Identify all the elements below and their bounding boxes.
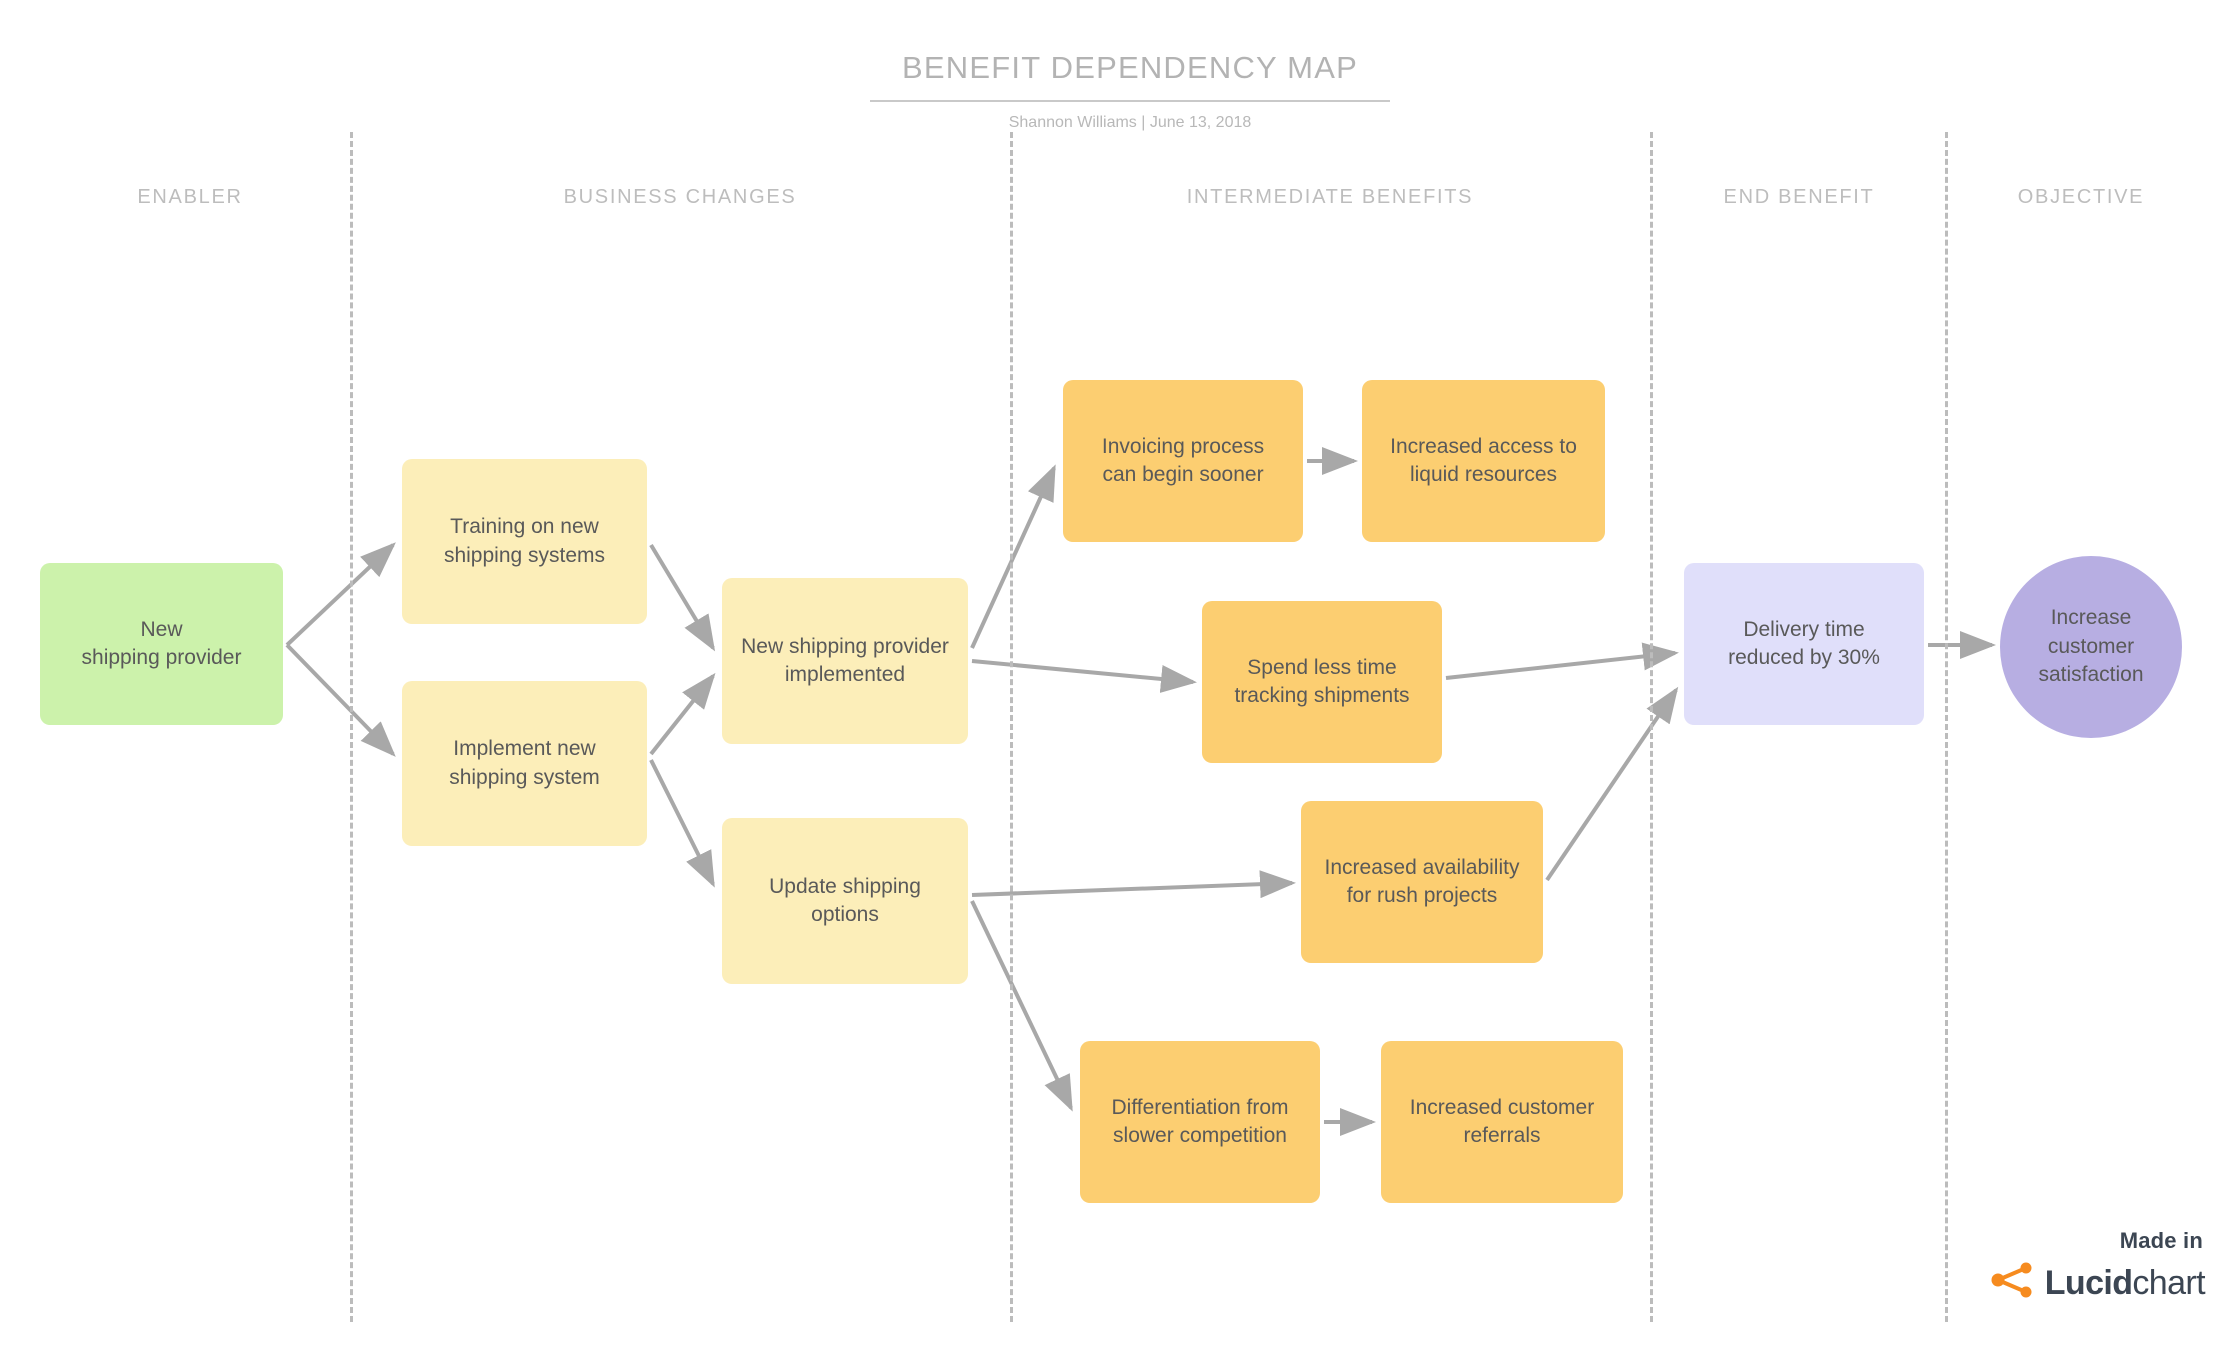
column-header-intermediate-benefits: INTERMEDIATE BENEFITS — [1186, 186, 1474, 208]
node-increased-access-to-liquid-resources[interactable]: Increased access to liquid resources — [1362, 380, 1605, 542]
node-label-line: satisfaction — [2038, 663, 2144, 687]
node-increased-availability-for-rush-projects[interactable]: Increased availability for rush projects — [1301, 801, 1543, 963]
node-label: Invoicing process can begin sooner — [1102, 433, 1264, 490]
node-label: Increased customer referrals — [1410, 1094, 1594, 1151]
column-divider-2 — [1010, 132, 1013, 1322]
node-label-line: Increased customer — [1409, 1095, 1595, 1119]
node-label-line: Increased access to — [1390, 434, 1577, 458]
column-divider-4 — [1945, 132, 1948, 1322]
node-label: New shipping provider — [82, 616, 242, 673]
node-label-line: Update shipping — [769, 874, 921, 898]
node-label-line: Differentiation from — [1111, 1095, 1289, 1119]
node-label-line: implemented — [784, 663, 906, 686]
connector-implement-new-shipping-system-to-update-shipping-options — [649, 759, 715, 888]
lucidchart-badge: Made in Lucidchart — [1955, 1228, 2206, 1305]
node-label: Spend less time tracking shipments — [1234, 654, 1409, 711]
node-label-line: shipping systems — [443, 543, 606, 567]
brand-light: chart — [2132, 1263, 2205, 1302]
node-new-shipping-provider-implemented[interactable]: New shipping provider implemented — [722, 578, 968, 744]
node-label-line: reduced by 30% — [1728, 646, 1880, 669]
node-delivery-time-reduced-by-30-percent[interactable]: Delivery time reduced by 30% — [1684, 563, 1924, 725]
title-block: BENEFIT DEPENDENCY MAP Shannon Williams … — [870, 50, 1390, 132]
column-divider-1 — [350, 132, 353, 1322]
node-label: Implement new shipping system — [449, 735, 600, 792]
node-implement-new-shipping-system[interactable]: Implement new shipping system — [402, 681, 647, 846]
node-label: Training on new shipping systems — [444, 513, 605, 570]
node-label: Increased availability for rush projects — [1325, 854, 1520, 911]
page-title: BENEFIT DEPENDENCY MAP — [870, 50, 1390, 102]
node-spend-less-time-tracking-shipments[interactable]: Spend less time tracking shipments — [1202, 601, 1442, 763]
node-increase-customer-satisfaction[interactable]: Increase customer satisfaction — [2000, 556, 2182, 738]
connector-new-shipping-provider-implemented-to-invoicing-process-can-begin-sooner — [970, 464, 1056, 649]
column-header-enabler: ENABLER — [137, 186, 243, 208]
node-label: Update shipping options — [769, 873, 921, 930]
node-label-line: New — [140, 617, 183, 641]
node-label: Differentiation from slower competition — [1111, 1094, 1288, 1151]
column-divider-3 — [1650, 132, 1653, 1322]
node-label-line: Delivery time — [1743, 617, 1865, 641]
node-increased-customer-referrals[interactable]: Increased customer referrals — [1381, 1041, 1623, 1203]
node-label: Increased access to liquid resources — [1390, 433, 1577, 490]
connector-spend-less-time-tracking-shipments-to-delivery-time-reduced-by-30-percent — [1445, 642, 1679, 680]
connector-implement-new-shipping-system-to-new-shipping-provider-implemented — [649, 672, 716, 756]
brand-bold: Lucid — [2044, 1263, 2133, 1302]
node-differentiation-from-slower-competition[interactable]: Differentiation from slower competition — [1080, 1041, 1320, 1203]
node-label: Delivery time reduced by 30% — [1728, 616, 1880, 673]
node-update-shipping-options[interactable]: Update shipping options — [722, 818, 968, 984]
node-label-line: Invoicing process — [1101, 434, 1265, 458]
made-in-label: Made in — [2119, 1228, 2203, 1253]
node-label-line: customer — [2047, 634, 2135, 658]
node-invoicing-process-can-begin-sooner[interactable]: Invoicing process can begin sooner — [1063, 380, 1303, 542]
column-header-end-benefit: END BENEFIT — [1723, 186, 1875, 208]
lucidchart-logo-icon — [1989, 1260, 2035, 1305]
node-label-line: slower competition — [1113, 1124, 1287, 1147]
node-label: New shipping provider implemented — [741, 633, 949, 690]
column-header-business-changes: BUSINESS CHANGES — [563, 186, 797, 208]
lucidchart-wordmark: Lucidchart — [2044, 1263, 2206, 1302]
node-label-line: Training on new — [450, 515, 599, 539]
connector-new-shipping-provider-implemented-to-spend-less-time-tracking-shipments — [971, 659, 1197, 693]
node-label-line: shipping provider — [81, 646, 242, 669]
page-subtitle: Shannon Williams | June 13, 2018 — [1008, 114, 1252, 131]
node-label-line: for rush projects — [1346, 884, 1498, 907]
column-header-objective: OBJECTIVE — [2017, 186, 2145, 208]
node-label-line: Implement new — [453, 737, 596, 761]
node-training-on-new-shipping-systems[interactable]: Training on new shipping systems — [402, 459, 647, 624]
node-label-line: Spend less time — [1247, 655, 1397, 679]
node-new-shipping-provider[interactable]: New shipping provider — [40, 563, 283, 725]
node-label-line: options — [811, 903, 879, 926]
connector-new-shipping-provider-to-training-on-new-shipping-systems — [285, 542, 396, 647]
node-label-line: referrals — [1463, 1124, 1541, 1147]
connector-increased-availability-for-rush-projects-to-delivery-time-reduced-by-30-percent — [1545, 686, 1679, 882]
node-label: Increase customer satisfaction — [2038, 604, 2143, 689]
node-label-line: Increase — [2050, 606, 2132, 630]
node-label-line: Increased availability — [1324, 855, 1520, 879]
node-label-line: shipping system — [449, 765, 600, 789]
connector-training-on-new-shipping-systems-to-new-shipping-provider-implemented — [649, 543, 716, 652]
connector-update-shipping-options-to-increased-availability-for-rush-projects — [971, 870, 1296, 899]
node-label-line: can begin sooner — [1102, 463, 1264, 486]
connector-update-shipping-options-to-differentiation-from-slower-competition — [970, 900, 1073, 1112]
node-label-line: liquid resources — [1409, 463, 1558, 486]
node-label-line: tracking shipments — [1234, 684, 1410, 707]
node-label-line: New shipping provider — [741, 634, 949, 658]
connector-new-shipping-provider-to-implement-new-shipping-system — [285, 643, 396, 757]
